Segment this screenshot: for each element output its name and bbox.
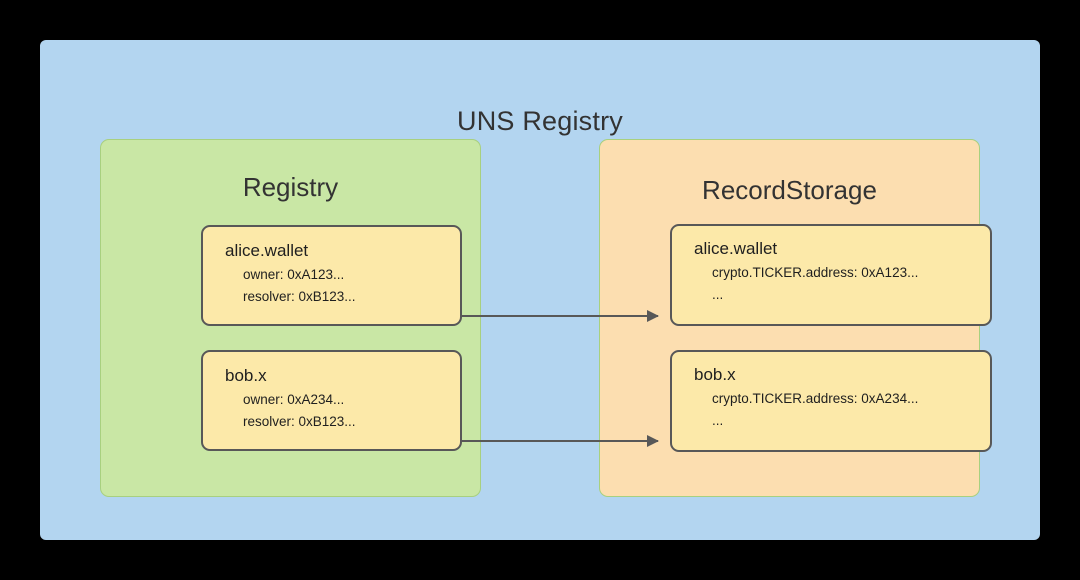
group-record-storage-title: RecordStorage — [702, 175, 877, 205]
card-line-resolver: resolver: 0xB123... — [243, 414, 356, 429]
card-line-ellipsis: ... — [712, 413, 724, 428]
card-storage-bob-x[interactable]: bob.x crypto.TICKER.address: 0xA234... .… — [670, 350, 992, 452]
card-line-crypto-address: crypto.TICKER.address: 0xA123... — [712, 265, 919, 280]
card-title: bob.x — [225, 366, 267, 385]
card-registry-alice-wallet[interactable]: alice.wallet owner: 0xA123... resolver: … — [201, 225, 462, 326]
card-line-owner: owner: 0xA234... — [243, 392, 345, 407]
card-line-ellipsis: ... — [712, 287, 724, 302]
card-title: bob.x — [694, 365, 736, 384]
group-registry-title: Registry — [242, 172, 339, 202]
connector-arrow-bob — [460, 435, 659, 447]
card-storage-alice-wallet[interactable]: alice.wallet crypto.TICKER.address: 0xA1… — [670, 224, 992, 326]
card-title: alice.wallet — [225, 241, 309, 260]
group-registry[interactable]: Registry alice.wallet owner: 0xA123... r… — [100, 139, 481, 497]
group-record-storage[interactable]: RecordStorage alice.wallet crypto.TICKER… — [599, 139, 992, 497]
card-title: alice.wallet — [694, 239, 778, 258]
card-line-crypto-address: crypto.TICKER.address: 0xA234... — [712, 391, 919, 406]
uns-registry-container: UNS Registry Registry alice.wallet owner… — [40, 40, 1040, 540]
card-registry-bob-x[interactable]: bob.x owner: 0xA234... resolver: 0xB123.… — [201, 350, 462, 451]
connector-arrow-alice — [460, 310, 659, 322]
card-line-owner: owner: 0xA123... — [243, 267, 345, 282]
card-line-resolver: resolver: 0xB123... — [243, 289, 356, 304]
diagram-title: UNS Registry — [457, 106, 623, 136]
